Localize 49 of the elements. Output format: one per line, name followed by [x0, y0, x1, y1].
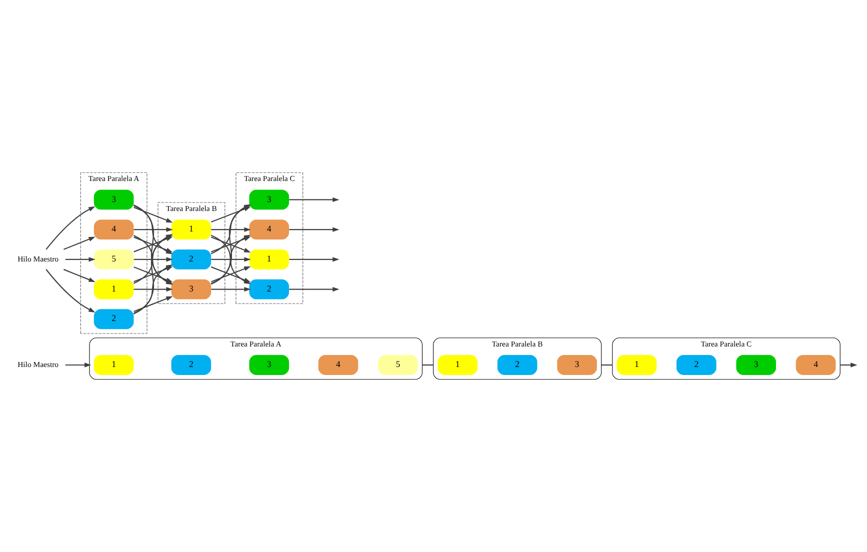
node-box: 3 — [171, 279, 212, 300]
node-box: 2 — [171, 355, 212, 375]
arrow — [211, 286, 251, 292]
node-box: 1 — [94, 279, 134, 300]
connector — [601, 364, 612, 366]
arrow — [289, 286, 340, 292]
node-box: 4 — [796, 355, 836, 375]
arrow — [289, 257, 340, 262]
arrow — [65, 362, 92, 368]
node-box: 4 — [318, 355, 358, 375]
node-text: Hilo Maestro — [18, 360, 59, 370]
node-box: 5 — [94, 249, 134, 270]
arrow — [289, 197, 340, 202]
node-box: 2 — [676, 355, 716, 375]
arrow — [211, 227, 251, 232]
node-box: 3 — [249, 355, 290, 375]
node-box: 4 — [94, 220, 134, 240]
arrow — [134, 206, 173, 223]
arrow — [134, 296, 173, 312]
node-box: 3 — [557, 355, 597, 375]
arrow — [63, 236, 96, 250]
connector — [422, 364, 434, 366]
arrow — [65, 257, 96, 262]
arrow — [210, 266, 251, 282]
arrow — [211, 257, 251, 262]
node-box: 1 — [438, 355, 478, 375]
node-box: 2 — [171, 249, 212, 270]
node-box: 1 — [616, 355, 657, 375]
node-box: 3 — [94, 190, 134, 210]
arrow — [289, 227, 340, 232]
arrow — [46, 206, 96, 250]
arrow — [134, 236, 173, 252]
node-box: 3 — [736, 355, 776, 375]
node-box: 2 — [249, 279, 290, 300]
node-box: 2 — [94, 309, 134, 330]
node-box: 5 — [378, 355, 418, 375]
arrow — [46, 269, 96, 312]
arrow — [134, 257, 173, 262]
arrow — [134, 286, 173, 292]
arrow — [134, 227, 173, 232]
node-box: 1 — [94, 355, 134, 375]
node-box: 1 — [171, 220, 212, 240]
node-box: 4 — [249, 220, 290, 240]
arrow — [63, 268, 96, 282]
node-text: Hilo Maestro — [18, 254, 59, 264]
node-box: 1 — [249, 249, 290, 270]
node-box: 2 — [497, 355, 538, 375]
node-box: 3 — [249, 190, 290, 210]
arrow — [840, 362, 858, 368]
